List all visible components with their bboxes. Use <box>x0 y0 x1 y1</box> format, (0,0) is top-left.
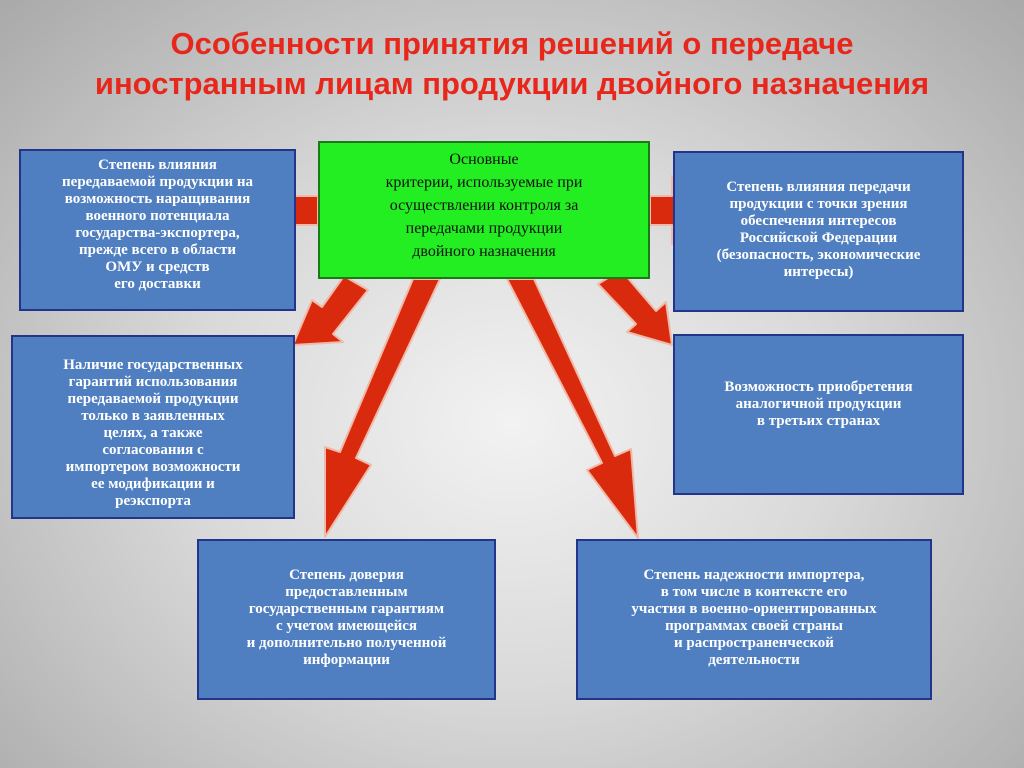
box-line: Степень надежности импортера, <box>643 567 865 583</box>
box-line: Наличие государственных <box>63 357 243 373</box>
main-criteria-box: Основные критерии, используемые при осущ… <box>318 141 650 279</box>
box-line: с учетом имеющейся <box>275 618 418 634</box>
arrow-to-middle-right <box>597 269 673 346</box>
criterion-box-third-country-availability: Возможность приобретения аналогичной про… <box>673 334 964 495</box>
criterion-box-state-guarantees: Наличие государственных гарантий использ… <box>11 335 295 519</box>
box-line: целях, а также <box>103 425 203 441</box>
box-line: обеспечения интересов <box>740 213 897 229</box>
box-line: государственным гарантиям <box>248 601 445 617</box>
box-line: и дополнительно полученной <box>246 635 447 651</box>
box-line: участия в военно-ориентированных <box>631 601 877 617</box>
box-line: продукции с точки зрения <box>729 196 908 212</box>
box-line: гарантий использования <box>68 374 238 390</box>
box-line: согласования с <box>102 442 204 458</box>
box-line: в том числе в контексте его <box>660 584 848 600</box>
center-line: Основные <box>449 151 519 168</box>
box-line: только в заявленных <box>81 408 225 424</box>
box-line: передаваемой продукции <box>67 391 239 407</box>
box-line: Возможность приобретения <box>724 379 913 395</box>
box-line: Степень доверия <box>289 567 404 583</box>
criterion-box-trust-in-guarantees: Степень доверия предоставленным государс… <box>197 539 496 700</box>
center-line: двойного назначения <box>412 243 556 260</box>
box-line: возможность наращивания <box>64 191 251 207</box>
box-line: предоставленным <box>285 584 408 600</box>
box-line: прежде всего в области <box>78 242 237 258</box>
box-line: реэкспорта <box>115 493 191 509</box>
center-line: осуществлении контроля за <box>389 197 579 214</box>
box-line: Российской Федерации <box>739 230 898 246</box>
arrow-to-bottom-left <box>324 278 441 538</box>
box-line: и распространенческой <box>674 635 834 651</box>
box-line: деятельности <box>708 652 800 668</box>
center-line: критерии, используемые при <box>385 174 583 191</box>
box-line: в третьих странах <box>756 413 881 429</box>
criterion-box-military-potential: Степень влияния передаваемой продукции н… <box>19 149 296 311</box>
box-line: Степень влияния передачи <box>726 179 911 195</box>
box-line: программах своей страны <box>665 618 843 634</box>
criterion-box-russian-interests: Степень влияния передачи продукции с точ… <box>673 151 964 312</box>
title-line-1: Особенности принятия решений о передаче <box>170 26 854 61</box>
arrow-to-middle-left <box>292 275 369 346</box>
box-line: его доставки <box>114 276 201 292</box>
box-line: военного потенциала <box>85 208 230 224</box>
box-line: (безопасность, экономические <box>716 247 921 263</box>
title-line-2: иностранным лицам продукции двойного наз… <box>94 66 930 101</box>
box-line: Степень влияния <box>98 157 217 173</box>
box-line: ОМУ и средств <box>105 259 210 275</box>
box-line: передаваемой продукции на <box>62 174 253 190</box>
box-line: информации <box>303 652 390 668</box>
page-title: Особенности принятия решений о передаче … <box>0 24 1024 104</box>
center-line: передачами продукции <box>405 220 563 237</box>
box-line: импортером возможности <box>65 459 241 475</box>
arrow-to-bottom-right <box>506 278 639 539</box>
criterion-box-importer-reliability: Степень надежности импортера, в том числ… <box>576 539 932 700</box>
box-line: аналогичной продукции <box>735 396 902 412</box>
box-line: государства-экспортера, <box>75 225 240 241</box>
box-line: интересы) <box>783 264 854 280</box>
box-line: ее модификации и <box>91 476 215 492</box>
